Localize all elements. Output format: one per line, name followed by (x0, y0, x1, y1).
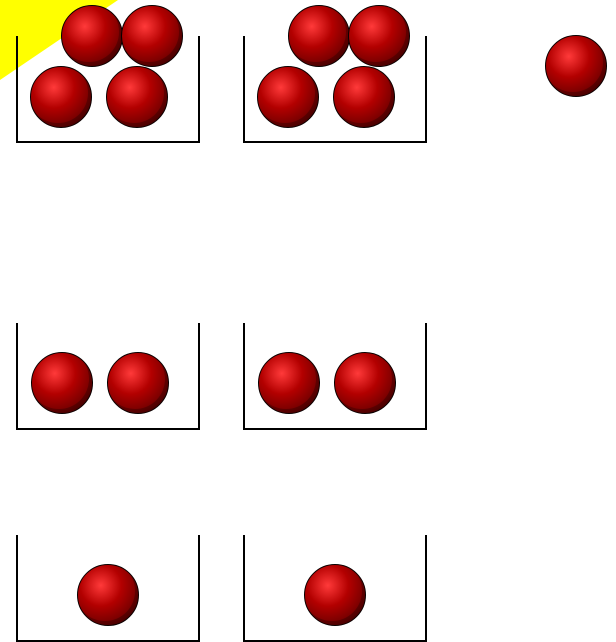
ball-top-right-1[interactable] (288, 5, 350, 67)
ball-middle-right-1[interactable] (258, 352, 320, 414)
ball-bottom-left-1[interactable] (77, 564, 139, 626)
ball-top-right-2[interactable] (348, 5, 410, 67)
ball-top-right-4[interactable] (333, 66, 395, 128)
ball-top-left-2[interactable] (121, 5, 183, 67)
ball-middle-right-2[interactable] (334, 352, 396, 414)
ball-top-left-1[interactable] (61, 5, 123, 67)
ball-top-left-3[interactable] (30, 66, 92, 128)
ball-bottom-right-1[interactable] (304, 564, 366, 626)
ball-middle-left-2[interactable] (107, 352, 169, 414)
ball-middle-left-1[interactable] (31, 352, 93, 414)
loose-ball[interactable] (545, 35, 607, 97)
ball-top-right-3[interactable] (257, 66, 319, 128)
ball-top-left-4[interactable] (106, 66, 168, 128)
